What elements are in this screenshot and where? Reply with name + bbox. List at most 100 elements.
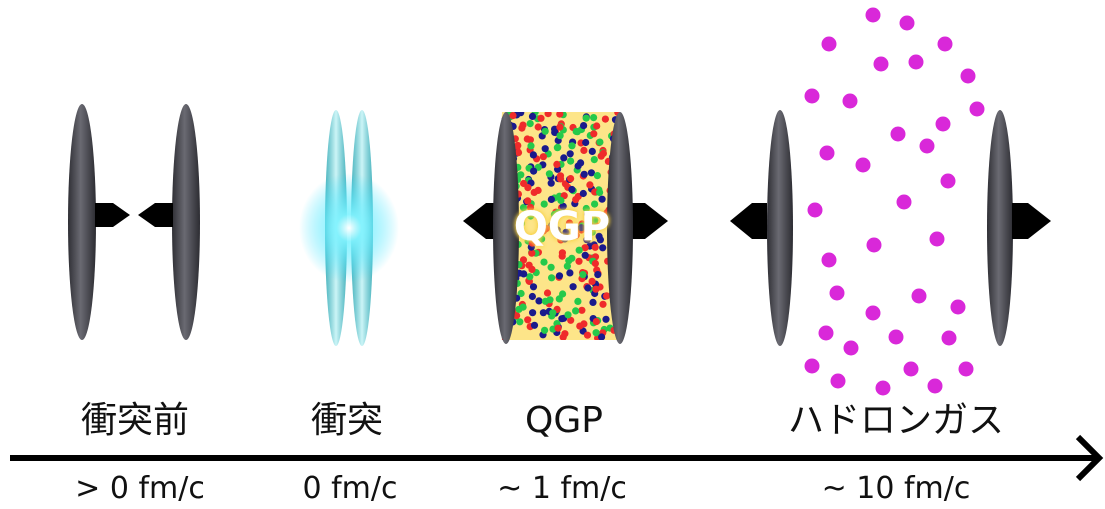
nucleus-left bbox=[68, 104, 96, 340]
quark-gluon-particle bbox=[539, 153, 548, 161]
quark-gluon-particle bbox=[519, 121, 527, 129]
quark-gluon-particle bbox=[591, 243, 599, 251]
quark-gluon-particle bbox=[547, 195, 556, 203]
quark-gluon-particle bbox=[555, 272, 564, 280]
time-label-collision: 0 fm/c bbox=[302, 471, 398, 506]
quark-gluon-particle bbox=[547, 263, 555, 271]
nucleus-left bbox=[767, 110, 793, 346]
quark-gluon-particle bbox=[566, 150, 574, 158]
quark-gluon-particle bbox=[592, 318, 600, 326]
quark-gluon-particle bbox=[554, 324, 562, 332]
quark-gluon-particle bbox=[588, 277, 596, 285]
quark-gluon-particle bbox=[602, 315, 610, 323]
collision-flash bbox=[299, 173, 399, 283]
stage-label-qgp: QGP bbox=[525, 400, 603, 441]
quark-gluon-particle bbox=[569, 283, 577, 291]
quark-gluon-particle bbox=[547, 179, 555, 187]
quark-gluon-particle bbox=[603, 292, 611, 300]
quark-gluon-particle bbox=[556, 132, 564, 140]
quark-gluon-particle bbox=[586, 181, 594, 189]
hadron-particle bbox=[807, 202, 823, 218]
quark-gluon-particle bbox=[563, 262, 572, 270]
quark-gluon-particle bbox=[596, 138, 604, 146]
hadron-particle bbox=[843, 340, 859, 356]
hadron-particle bbox=[937, 36, 953, 52]
hadron-particle bbox=[899, 15, 915, 31]
quark-gluon-particle bbox=[513, 312, 521, 320]
qgp-graphic-label: QGP bbox=[514, 204, 610, 250]
quark-gluon-particle bbox=[541, 145, 549, 153]
hadron-particle bbox=[818, 325, 834, 341]
quark-gluon-particle bbox=[596, 188, 604, 196]
quark-gluon-particle bbox=[568, 254, 576, 262]
quark-gluon-particle bbox=[566, 269, 574, 277]
quark-gluon-particle bbox=[535, 297, 543, 305]
quark-gluon-particle bbox=[582, 138, 590, 147]
hadron-particle bbox=[911, 288, 927, 304]
quark-gluon-particle bbox=[527, 212, 535, 220]
hadron-particle bbox=[865, 7, 881, 23]
quark-gluon-particle bbox=[594, 271, 602, 279]
quark-gluon-particle bbox=[550, 210, 559, 219]
quark-gluon-particle bbox=[553, 160, 561, 168]
hadron-particle bbox=[804, 88, 820, 104]
time-label-qgp: ~ 1 fm/c bbox=[497, 471, 627, 506]
quark-gluon-particle bbox=[526, 203, 535, 211]
time-label-hadron-gas: ~ 10 fm/c bbox=[821, 471, 971, 506]
quark-gluon-particle bbox=[557, 196, 565, 205]
stage-collision-graphic bbox=[299, 110, 399, 346]
quark-gluon-particle bbox=[526, 120, 534, 128]
hadron-particle bbox=[821, 36, 837, 52]
quark-gluon-particle bbox=[528, 292, 537, 301]
nucleus-left bbox=[493, 112, 519, 344]
arrow-left-icon bbox=[730, 203, 767, 239]
quark-gluon-particle bbox=[561, 235, 569, 243]
hadron-particle bbox=[829, 285, 845, 301]
quark-gluon-particle bbox=[528, 239, 536, 247]
quark-gluon-particle bbox=[599, 244, 607, 252]
quark-gluon-particle bbox=[519, 204, 528, 212]
arrow-left-icon bbox=[138, 203, 173, 227]
quark-gluon-particle bbox=[583, 331, 592, 339]
quark-gluon-particle bbox=[560, 154, 568, 162]
quark-gluon-particle bbox=[541, 297, 550, 305]
quark-gluon-particle bbox=[572, 127, 580, 136]
quark-gluon-particle bbox=[556, 112, 564, 118]
quark-gluon-particle bbox=[534, 186, 542, 194]
quark-gluon-particle bbox=[543, 289, 552, 297]
hadron-particle bbox=[821, 252, 837, 268]
quark-gluon-particle bbox=[519, 256, 528, 264]
quark-gluon-particle bbox=[580, 146, 588, 154]
quark-gluon-particle bbox=[558, 249, 567, 257]
quark-gluon-particle bbox=[529, 283, 538, 291]
quark-gluon-particle bbox=[601, 115, 610, 123]
quark-gluon-particle bbox=[583, 236, 591, 244]
time-axis bbox=[10, 434, 1104, 482]
arrow-left-icon bbox=[463, 203, 501, 239]
quark-gluon-particle bbox=[598, 333, 606, 340]
quark-gluon-particle bbox=[581, 251, 589, 259]
quark-gluon-particle bbox=[545, 170, 554, 178]
hadron-particle bbox=[890, 126, 906, 142]
time-label-before-collision: > 0 fm/c bbox=[75, 471, 205, 506]
quark-gluon-particle bbox=[593, 172, 602, 180]
nucleus-right bbox=[987, 110, 1013, 346]
quark-gluon-particle bbox=[567, 157, 575, 165]
quark-gluon-particle bbox=[527, 142, 535, 150]
quark-gluon-particle bbox=[554, 230, 563, 238]
quark-gluon-particle bbox=[598, 195, 606, 203]
quark-gluon-particle bbox=[581, 244, 589, 252]
hadron-particle bbox=[903, 361, 919, 377]
hadron-particle bbox=[855, 157, 871, 173]
quark-gluon-particle bbox=[574, 297, 582, 305]
quark-gluon-particle bbox=[555, 295, 563, 303]
quark-gluon-particle bbox=[524, 197, 532, 205]
quark-gluon-particle bbox=[517, 289, 525, 298]
hadron-particle bbox=[950, 299, 966, 315]
quark-gluon-particle bbox=[584, 210, 592, 218]
hadron-particle bbox=[969, 101, 985, 117]
hadron-particle bbox=[927, 378, 943, 394]
quark-gluon-particle bbox=[588, 228, 596, 236]
quark-gluon-particle bbox=[592, 329, 600, 337]
hadron-particle bbox=[908, 54, 924, 70]
